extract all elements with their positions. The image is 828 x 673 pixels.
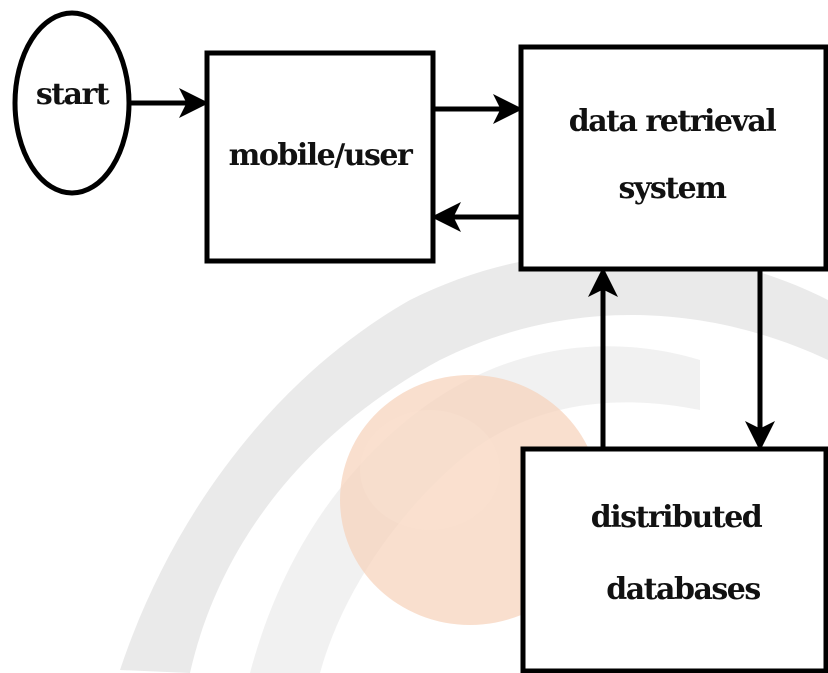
data-retrieval-label-line2: system (619, 171, 728, 206)
distributed-db-node: distributed databases (520, 446, 828, 673)
start-node: start (12, 10, 132, 196)
mobile-user-label: mobile/user (229, 138, 414, 173)
data-retrieval-node: data retrieval system (518, 44, 828, 272)
data-retrieval-label-line1: data retrieval (569, 104, 777, 139)
start-label: start (36, 77, 110, 112)
mobile-user-node: mobile/user (204, 50, 436, 264)
distributed-db-label-line1: distributed (591, 500, 763, 535)
distributed-db-label-line2: databases (606, 572, 760, 607)
